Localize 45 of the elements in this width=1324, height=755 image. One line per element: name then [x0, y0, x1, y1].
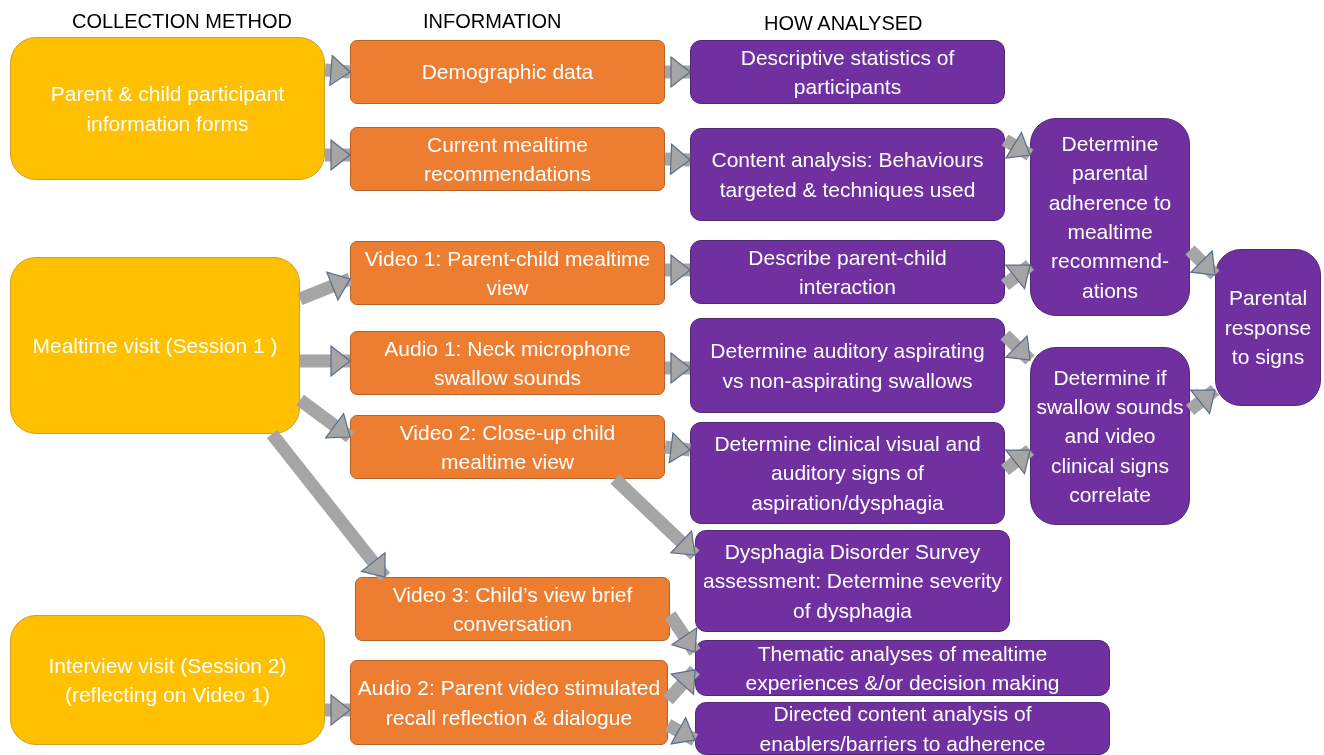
block-arrow [266, 429, 391, 582]
block-arrow [664, 611, 701, 656]
information-box: Video 1: Parent-child mealtime view [350, 241, 665, 305]
analysis-box: Thematic analyses of mealtime experiences &/or decision making [695, 640, 1110, 696]
information-box: Video 2: Close-up child mealtime view [350, 415, 665, 479]
analysis-box: Determine parental adherence to mealtime recommend-ations [1030, 118, 1190, 316]
analysis-box: Determine auditory aspirating vs non-aspirating swallows [690, 318, 1005, 413]
column-heading: INFORMATION [423, 10, 562, 33]
information-box: Audio 1: Neck microphone swallow sounds [350, 331, 665, 395]
analysis-box: Content analysis: Behaviours targeted & techniques used [690, 128, 1005, 221]
block-arrow [1001, 131, 1034, 161]
column-heading: HOW ANALYSED [764, 12, 923, 35]
block-arrow [664, 432, 691, 464]
column-heading: COLLECTION METHOD [72, 10, 293, 33]
block-arrow [665, 56, 691, 88]
block-arrow [324, 54, 351, 87]
analysis-box: Dysphagia Disorder Survey assessment: Determine severity of dysphagia [695, 530, 1010, 632]
block-arrow [665, 254, 691, 286]
method-box: Mealtime visit (Session 1 ) [10, 257, 300, 434]
method-box: Interview visit (Session 2) (reflecting on Video 1) [10, 615, 325, 745]
block-arrow [1000, 259, 1035, 291]
information-box: Current mealtime recommendations [350, 127, 665, 191]
information-box: Audio 2: Parent video stimulated recall reflection & dialogue [350, 660, 668, 745]
block-arrow [664, 717, 699, 746]
information-box: Demographic data [350, 40, 665, 104]
block-arrow [663, 665, 700, 705]
block-arrow [296, 394, 354, 443]
block-arrow [300, 345, 351, 377]
block-arrow [1000, 444, 1035, 476]
block-arrow [664, 143, 691, 175]
method-box: Parent & child participant information forms [10, 37, 325, 180]
analysis-box: Determine clinical visual and auditory signs of aspiration/dysphagia [690, 422, 1005, 524]
analysis-box: Descriptive statistics of participants [690, 40, 1005, 104]
analysis-box: Determine if swallow sounds and video clinical signs correlate [1030, 347, 1190, 525]
analysis-box: Parental response to signs [1215, 249, 1321, 406]
block-arrow [665, 352, 691, 384]
block-arrow [1185, 384, 1220, 416]
analysis-box: Directed content analysis of enablers/barriers to adherence [695, 702, 1110, 755]
block-arrow [325, 694, 351, 726]
information-box: Video 3: Child’s view brief conversation [355, 577, 670, 641]
block-arrow [610, 474, 700, 560]
analysis-box: Describe parent-child interaction [690, 240, 1005, 304]
block-arrow [1000, 330, 1035, 365]
block-arrow [297, 271, 353, 306]
block-arrow [325, 139, 351, 171]
